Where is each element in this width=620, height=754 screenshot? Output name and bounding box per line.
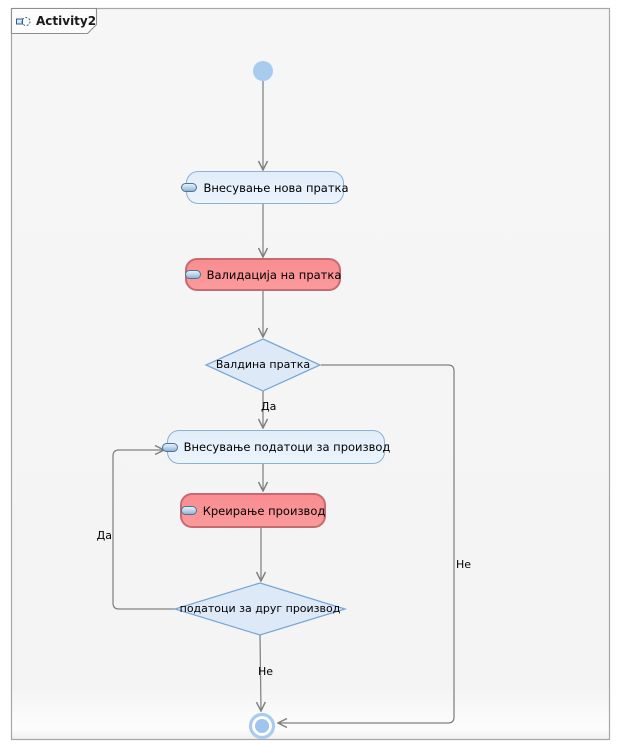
activity-diagram-icon xyxy=(16,16,31,26)
edge-decision2-no-to-final[interactable] xyxy=(260,634,261,711)
decision-node-valdina-pratka[interactable] xyxy=(204,338,322,392)
action-icon xyxy=(181,183,198,192)
guard-label-yes-decision2: Да xyxy=(96,529,112,542)
activity-label: Креирање производ xyxy=(202,503,326,518)
action-icon xyxy=(180,506,197,515)
decision2-label: податоци за друг производ xyxy=(179,602,341,615)
edge-decision1-no-to-final[interactable] xyxy=(278,364,455,723)
diagram-frame xyxy=(10,7,611,741)
activity-label: Внесување нова пратка xyxy=(203,180,349,195)
activity-label: Валидација на пратка xyxy=(206,267,342,282)
activity-label: Внесување податоци за производ xyxy=(183,440,391,454)
action-icon xyxy=(161,442,178,452)
final-node-core xyxy=(255,719,269,733)
decision1-label: Валдина пратка xyxy=(215,358,311,371)
edge-decision2-yes-to-activity3[interactable] xyxy=(112,450,175,610)
diagram-tab-shape[interactable] xyxy=(10,7,98,35)
guard-label-no-decision2: Не xyxy=(258,665,274,678)
final-node[interactable] xyxy=(248,712,276,740)
activity-node-vnesuvanje-podatoci-za-proizvod[interactable]: Внесување податоци за производ xyxy=(161,430,390,464)
decision-node-podatoci-za-drug-proizvod[interactable] xyxy=(172,582,348,636)
activity-node-validacija-na-pratka[interactable]: Валидација на пратка xyxy=(184,258,342,291)
activity-node-kreiranje-proizvod[interactable]: Креирање производ xyxy=(180,493,326,528)
diagram-tab-label: Activity2 xyxy=(36,14,97,28)
action-icon xyxy=(184,270,201,279)
guard-label-no-decision1: Не xyxy=(456,558,472,571)
guard-label-yes-decision1: Да xyxy=(261,400,277,413)
activity-node-vnesuvanje-nova-pratka[interactable]: Внесување нова пратка xyxy=(181,171,349,204)
diagram-tab[interactable]: Activity2 xyxy=(16,11,96,31)
initial-node[interactable] xyxy=(253,61,273,81)
